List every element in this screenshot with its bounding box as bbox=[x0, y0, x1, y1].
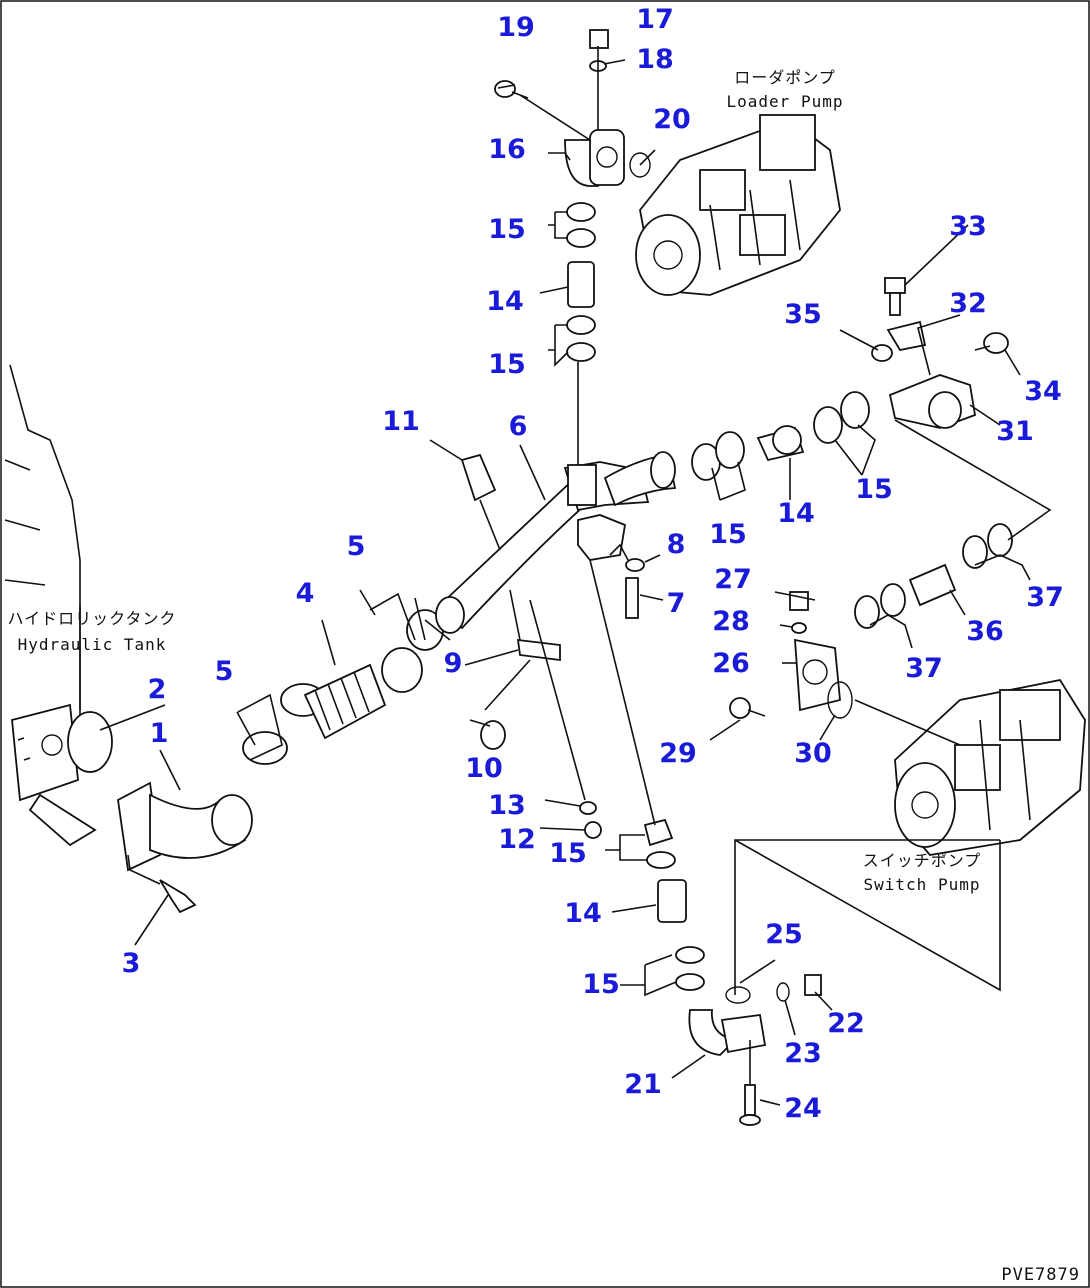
bellows-hose-4 bbox=[303, 663, 387, 740]
clamps-5-upper bbox=[369, 592, 444, 693]
callout-37-left: 37 bbox=[905, 653, 943, 684]
callout-23: 23 bbox=[784, 1038, 822, 1069]
right-lower-hose bbox=[854, 523, 1013, 629]
callout-32: 32 bbox=[949, 288, 987, 319]
right-upper-hose bbox=[691, 374, 977, 481]
bolt-29 bbox=[729, 697, 766, 719]
elbow-1 bbox=[117, 781, 253, 872]
callout-15-c: 15 bbox=[549, 838, 587, 869]
callout-33: 33 bbox=[949, 211, 987, 242]
plug-22 bbox=[804, 974, 822, 996]
bracket-11 bbox=[460, 453, 497, 502]
callout-5-lower: 5 bbox=[215, 656, 234, 687]
hydraulic-tank bbox=[4, 364, 97, 847]
callout-9: 9 bbox=[444, 648, 463, 679]
callout-35: 35 bbox=[784, 299, 822, 330]
callout-36: 36 bbox=[966, 616, 1004, 647]
callout-7: 7 bbox=[667, 588, 686, 619]
callout-16: 16 bbox=[488, 134, 526, 165]
bolt-34 bbox=[974, 332, 1009, 354]
stay-32 bbox=[886, 320, 927, 352]
bolt-17 bbox=[589, 29, 609, 49]
callout-20: 20 bbox=[653, 104, 691, 135]
bolt-27 bbox=[789, 591, 809, 611]
callout-15-e: 15 bbox=[709, 519, 747, 550]
callout-15-a: 15 bbox=[488, 214, 526, 245]
hydraulic-tank-jp-caption: ハイドロリックタンク bbox=[7, 609, 176, 628]
callout-10: 10 bbox=[465, 753, 503, 784]
callout-37-right: 37 bbox=[1026, 582, 1064, 613]
callout-18: 18 bbox=[636, 44, 674, 75]
stay-9 bbox=[516, 638, 561, 662]
elbow-26 bbox=[794, 638, 841, 712]
o-ring-30 bbox=[827, 681, 853, 719]
bolt-24 bbox=[739, 1084, 761, 1126]
washer-13 bbox=[579, 801, 597, 815]
callout-numbers: 19 17 18 20 16 15 14 15 11 6 5 4 9 5 2 1… bbox=[122, 4, 1064, 1124]
bolt-33 bbox=[884, 277, 906, 316]
loader-pump bbox=[635, 114, 841, 296]
callout-22: 22 bbox=[827, 1008, 865, 1039]
gasket-2 bbox=[67, 711, 113, 773]
callout-31: 31 bbox=[996, 416, 1034, 447]
callout-34: 34 bbox=[1024, 376, 1062, 407]
leader-lines bbox=[79, 46, 1052, 1106]
callout-14-b: 14 bbox=[564, 898, 602, 929]
callout-5-upper: 5 bbox=[347, 531, 366, 562]
o-ring-23 bbox=[776, 982, 790, 1002]
callout-2: 2 bbox=[148, 674, 167, 705]
callout-11: 11 bbox=[382, 406, 420, 437]
o-ring-20 bbox=[629, 152, 651, 178]
callout-1: 1 bbox=[150, 718, 169, 749]
callout-27: 27 bbox=[714, 564, 752, 595]
callout-19: 19 bbox=[497, 12, 535, 43]
callout-29: 29 bbox=[659, 738, 697, 769]
callout-14-c: 14 bbox=[777, 498, 815, 529]
callout-3: 3 bbox=[122, 948, 141, 979]
callout-25: 25 bbox=[765, 919, 803, 950]
switch-pump-en-caption: Switch Pump bbox=[864, 875, 981, 894]
bolt-19 bbox=[494, 80, 529, 99]
bolt-10 bbox=[469, 719, 506, 750]
captions: ローダポンプ Loader Pump ハイドロリックタンク Hydraulic … bbox=[7, 68, 1080, 1285]
loader-pump-jp-caption: ローダポンプ bbox=[734, 68, 836, 87]
callout-28: 28 bbox=[712, 606, 750, 637]
washer-8 bbox=[625, 558, 645, 572]
callout-6: 6 bbox=[509, 411, 528, 442]
callout-15-b: 15 bbox=[488, 349, 526, 380]
callout-14-a: 14 bbox=[486, 286, 524, 317]
loader-pump-en-caption: Loader Pump bbox=[727, 92, 844, 111]
callout-30: 30 bbox=[794, 738, 832, 769]
switch-pump bbox=[894, 678, 1086, 856]
o-ring-25 bbox=[725, 986, 751, 1004]
lower-hose-assembly bbox=[643, 818, 705, 991]
callout-24: 24 bbox=[784, 1093, 822, 1124]
main-pipe-6 bbox=[435, 451, 677, 634]
callout-15-f: 15 bbox=[855, 474, 893, 505]
nut-12 bbox=[584, 821, 602, 839]
switch-pump-jp-caption: スイッチポンプ bbox=[863, 851, 982, 870]
callout-17: 17 bbox=[636, 4, 674, 35]
callout-4: 4 bbox=[296, 578, 315, 609]
callout-26: 26 bbox=[712, 648, 750, 679]
callout-8: 8 bbox=[667, 529, 686, 560]
callout-15-d: 15 bbox=[582, 969, 620, 1000]
bolt-7 bbox=[625, 577, 639, 619]
bolt-3 bbox=[127, 854, 197, 914]
callout-12: 12 bbox=[498, 824, 536, 855]
drawing-code: PVE7879 bbox=[1001, 1265, 1080, 1285]
callout-21: 21 bbox=[624, 1069, 662, 1100]
washer-28 bbox=[791, 622, 807, 634]
upper-hose-assembly bbox=[564, 129, 625, 362]
callout-13: 13 bbox=[488, 790, 526, 821]
elbow-21 bbox=[688, 1009, 767, 1056]
hydraulic-tank-en-caption: Hydraulic Tank bbox=[18, 635, 167, 654]
nut-35 bbox=[871, 344, 893, 362]
